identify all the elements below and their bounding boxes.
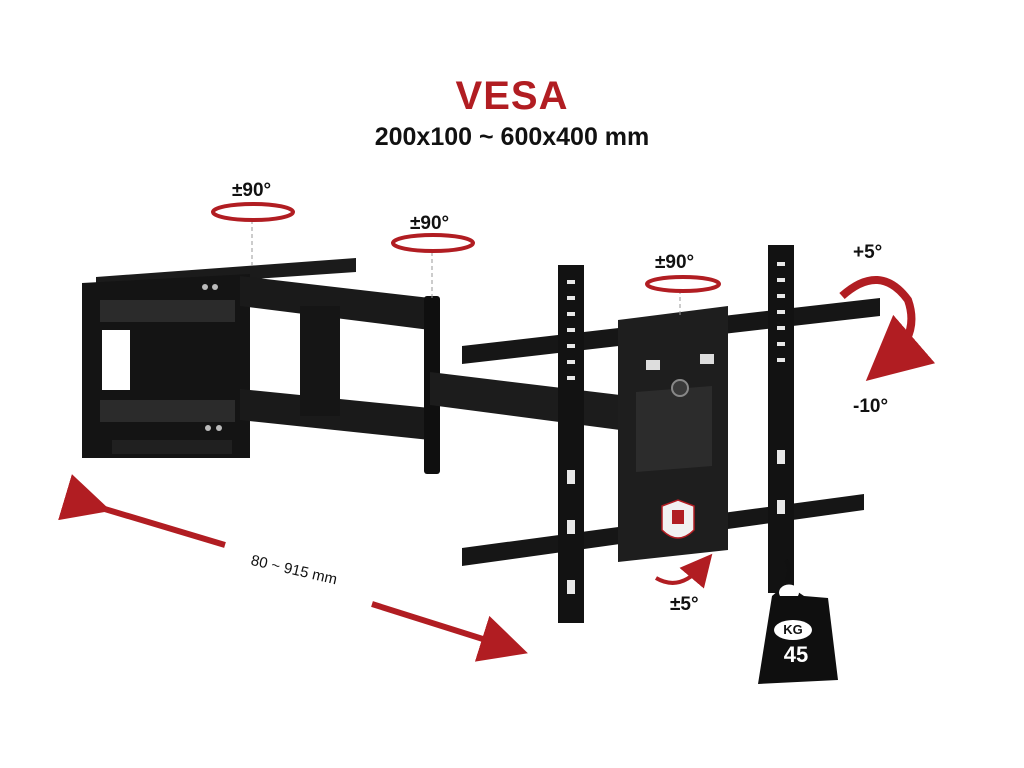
weight-value: 45 bbox=[783, 642, 809, 667]
level-adjust-label: ±5° bbox=[670, 594, 699, 615]
tilt-arrow bbox=[839, 276, 936, 381]
level-arrow bbox=[654, 553, 713, 589]
tilt-up-label: +5° bbox=[853, 242, 883, 263]
wall-swivel-label: ±90° bbox=[232, 180, 272, 201]
swivel-arrows bbox=[211, 202, 721, 293]
vesa-range: 200x100 ~ 600x400 mm bbox=[374, 123, 650, 151]
vesa-title: VESA bbox=[455, 74, 569, 118]
plate-swivel-label: ±90° bbox=[655, 252, 695, 273]
weight-unit: KG bbox=[774, 620, 812, 640]
tilt-down-label: -10° bbox=[853, 396, 889, 417]
rotation-guides bbox=[251, 220, 681, 318]
extension-arrows bbox=[58, 474, 528, 662]
wall-plate bbox=[82, 258, 356, 458]
arm-swivel-label: ±90° bbox=[410, 213, 450, 234]
tv-bracket bbox=[462, 245, 880, 623]
